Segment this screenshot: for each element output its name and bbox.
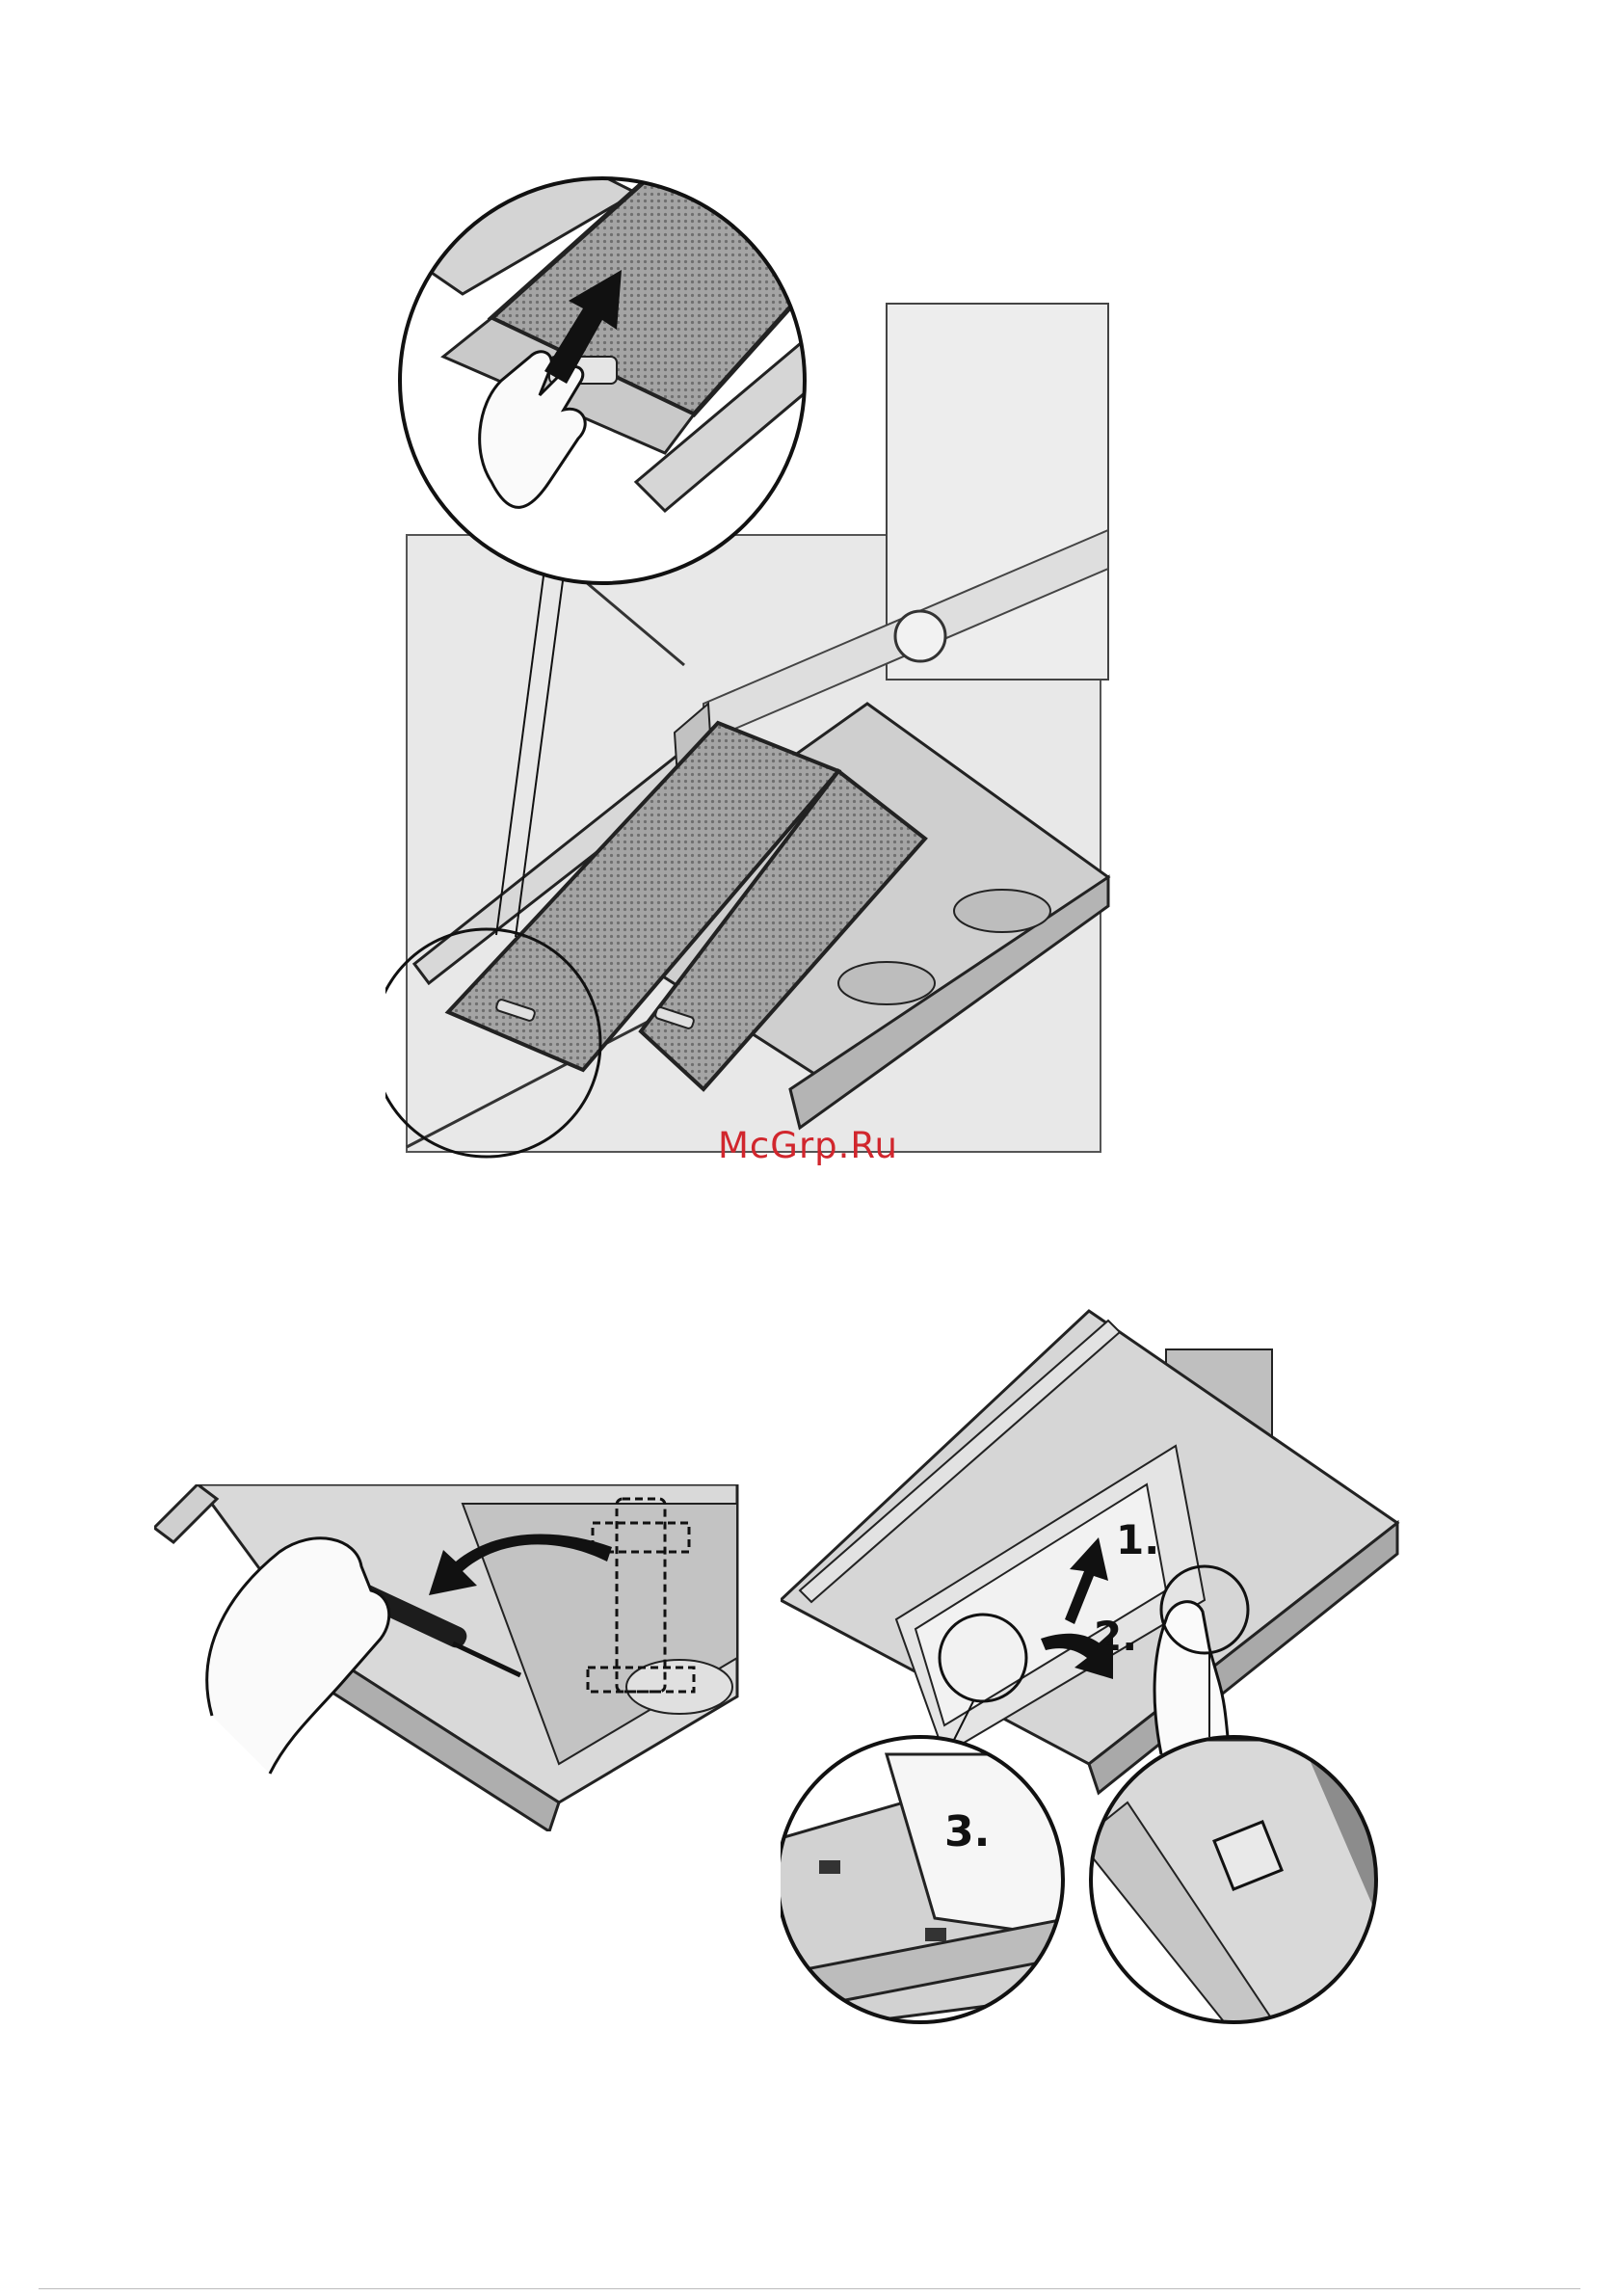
bottom-right-illustration-carbon-filter: 1. 2. 3. [781, 1301, 1426, 2092]
hand-icon [207, 1538, 389, 1774]
magnified-detail-latch [1079, 1737, 1397, 2034]
top-illustration-filter-removal [385, 164, 1118, 1166]
magnified-detail-top [385, 164, 867, 583]
step-label-2: 2. [1094, 1613, 1137, 1660]
bottom-left-illustration-lamp-replacement [154, 1484, 752, 1831]
magnified-detail-3: 3. [781, 1737, 1070, 2034]
step-label-1: 1. [1116, 1516, 1159, 1563]
step-label-3: 3. [944, 1807, 990, 1856]
page-footer-line [39, 2288, 1580, 2289]
watermark: McGrp.Ru [718, 1125, 898, 1166]
